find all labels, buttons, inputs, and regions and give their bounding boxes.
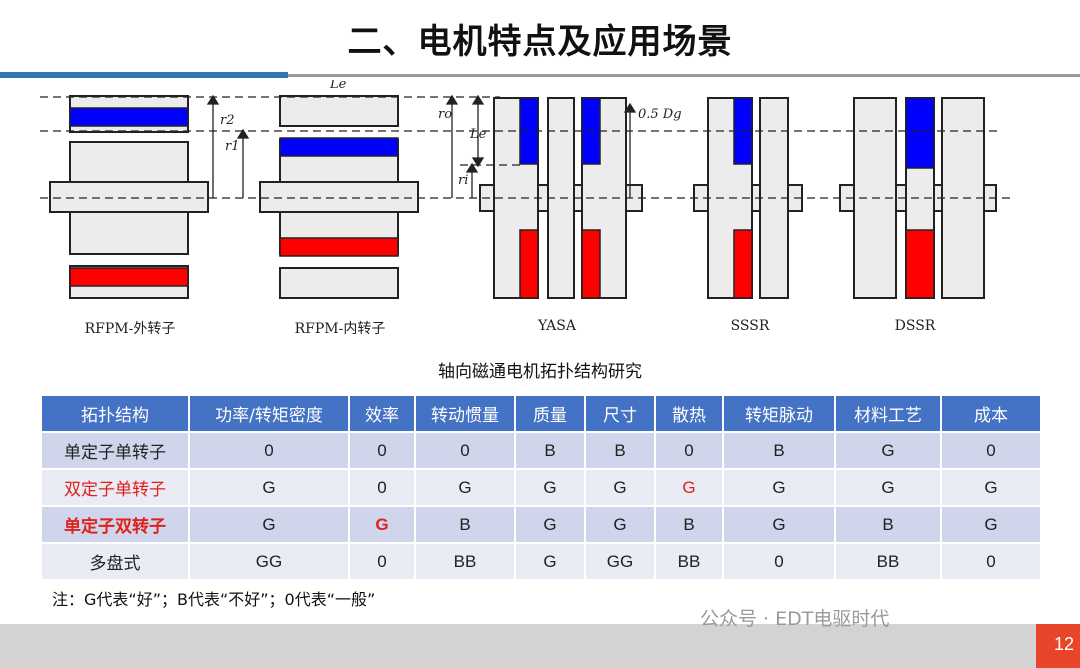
magnet-blue (905, 97, 935, 169)
table-cell: B (654, 505, 724, 544)
magnet-blue (69, 107, 189, 127)
magnet-red (69, 267, 189, 287)
diagram-label-yasa: YASA (538, 318, 576, 334)
slide-title: 二、电机特点及应用场景 (347, 22, 733, 62)
row-label: 多盘式 (40, 542, 190, 581)
dim-label-le: Le (329, 80, 347, 92)
table-cell: GG (188, 542, 350, 581)
table-cell: G (514, 505, 586, 544)
row-label: 单定子单转子 (40, 431, 190, 470)
column-header: 拓扑结构 (40, 394, 190, 433)
page-number-badge (1036, 624, 1080, 668)
watermark-text: 公众号 · EDT电驱时代 (700, 608, 890, 630)
table-cell: 0 (722, 542, 836, 581)
magnet-red (905, 229, 935, 299)
table-cell: 0 (348, 431, 416, 470)
column-header: 转动惯量 (414, 394, 516, 433)
table-row: 多盘式 GG 0 BB G GG BB 0 BB 0 (40, 542, 1042, 581)
title-accent-bar (0, 72, 288, 78)
row-label: 单定子双转子 (40, 505, 190, 544)
shaft (259, 181, 419, 213)
diagram-label-rfpm-outer: RFPM-外转子 (84, 321, 176, 337)
magnet-red (279, 237, 399, 257)
table-cell: G (514, 468, 586, 507)
table-header-row: 拓扑结构 功率/转矩密度 效率 转动惯量 质量 尺寸 散热 转矩脉动 材料工艺 … (40, 394, 1042, 433)
table-cell: G (584, 505, 656, 544)
legend-note: 注：G代表“好”；B代表“不好”；0代表“一般” (52, 590, 376, 609)
table-cell: 0 (940, 431, 1042, 470)
column-header: 效率 (348, 394, 416, 433)
table-cell: G (834, 468, 942, 507)
table-cell: G (654, 468, 724, 507)
table-cell: 0 (188, 431, 350, 470)
table-cell: G (834, 431, 942, 470)
magnet-blue (279, 137, 399, 157)
table-cell: B (584, 431, 656, 470)
dim-label-dg: 0.5 Dg (638, 107, 682, 122)
diagram-label-dssr: DSSR (894, 318, 936, 334)
table-cell: 0 (348, 542, 416, 581)
table-cell: G (722, 505, 836, 544)
table-cell: BB (414, 542, 516, 581)
table-cell: G (348, 505, 416, 544)
table-cell: G (940, 468, 1042, 507)
table-cell: B (414, 505, 516, 544)
table-cell: B (834, 505, 942, 544)
shaft (49, 181, 209, 213)
magnet-red (733, 229, 753, 299)
column-header: 材料工艺 (834, 394, 942, 433)
stator-outer-bottom (279, 267, 399, 299)
table-row: 单定子双转子 G G B G G B G B G (40, 505, 1042, 544)
table-cell: B (722, 431, 836, 470)
diagram-caption: 轴向磁通电机拓扑结构研究 (438, 362, 642, 382)
dim-label-ro: ro (438, 107, 452, 122)
column-header: 散热 (654, 394, 724, 433)
page-number: 12 (1053, 634, 1074, 654)
column-header: 成本 (940, 394, 1042, 433)
table-cell: G (722, 468, 836, 507)
topology-diagram: Le r2 r1 ro Le ri 0.5 Dg (40, 80, 1010, 299)
table-row: 双定子单转子 G 0 G G G G G G G (40, 468, 1042, 507)
table-cell: G (514, 542, 586, 581)
table-cell: G (414, 468, 516, 507)
table-cell: 0 (414, 431, 516, 470)
dim-label-r2: r2 (220, 113, 235, 128)
dim-label-le-axial: Le (469, 127, 487, 142)
table-cell: BB (834, 542, 942, 581)
table-cell: G (584, 468, 656, 507)
footer-bar (0, 624, 1080, 668)
table-cell: 0 (348, 468, 416, 507)
magnet-red (581, 229, 601, 299)
table-cell: B (514, 431, 586, 470)
table-cell: G (188, 505, 350, 544)
table-cell: 0 (654, 431, 724, 470)
table-cell: G (940, 505, 1042, 544)
row-label: 双定子单转子 (40, 468, 190, 507)
table-row: 单定子单转子 0 0 0 B B 0 B G 0 (40, 431, 1042, 470)
column-header: 尺寸 (584, 394, 656, 433)
title-divider (288, 74, 1080, 77)
diagram-label-sssr: SSSR (730, 318, 770, 334)
table-cell: 0 (940, 542, 1042, 581)
dim-label-r1: r1 (225, 139, 240, 154)
column-header: 转矩脉动 (722, 394, 836, 433)
diagram-label-rfpm-inner: RFPM-内转子 (294, 321, 386, 337)
stator-outer-top (279, 95, 399, 127)
table-cell: GG (584, 542, 656, 581)
topology-comparison-table: 拓扑结构 功率/转矩密度 效率 转动惯量 质量 尺寸 散热 转矩脉动 材料工艺 … (40, 394, 1042, 581)
dim-label-ri: ri (458, 173, 468, 188)
table-cell: BB (654, 542, 724, 581)
table-cell: G (188, 468, 350, 507)
column-header: 功率/转矩密度 (188, 394, 350, 433)
column-header: 质量 (514, 394, 586, 433)
magnet-red (519, 229, 539, 299)
